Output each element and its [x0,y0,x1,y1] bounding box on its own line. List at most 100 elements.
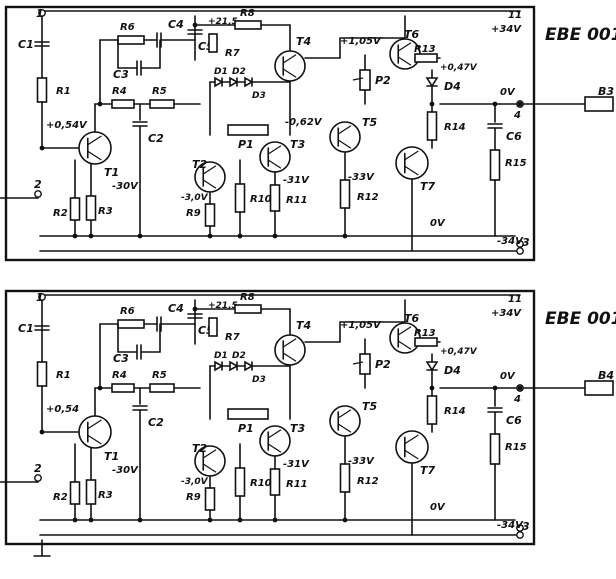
resistor [489,433,501,465]
resistor [149,383,175,393]
diode [214,360,224,372]
transistor-collector [397,326,412,336]
transistor-collector [404,150,419,161]
t5-label: T5 [362,400,378,413]
resistor [426,111,438,141]
c1-label: C1 [18,38,34,51]
transistor-collector [267,429,282,439]
resistor [227,124,269,136]
output-connector [584,380,614,396]
t4-label: T4 [296,35,311,48]
terminal [516,531,524,539]
terminal-3-label: 3 [522,236,530,249]
t3-voltage-label: -31V [283,459,310,470]
resistor [489,149,501,181]
t4-label: T4 [296,319,311,332]
supply-minus34-label: -34V [497,520,524,531]
junction-dot [207,233,213,239]
d2-label: D2 [232,351,246,361]
transistor-emitter [282,68,297,78]
t7-voltage-label: -33V [348,172,375,183]
diode [244,360,254,372]
resistor [359,69,371,91]
r7-label: R7 [225,332,240,343]
resistor [111,99,135,109]
p2-label: P2 [375,358,391,371]
transistor-collector [282,338,297,348]
junction-dot [272,517,278,523]
resistor [234,304,262,314]
transistor-collector [404,434,419,445]
transistor-emitter [202,463,217,473]
transistor-collector [337,409,352,419]
p1-label: P1 [238,422,254,435]
r14-label: R14 [444,122,466,133]
r15-label: R15 [505,158,527,169]
resistor [359,353,371,375]
transistor [78,415,112,449]
junction-dot [39,429,45,435]
transistor [259,141,291,173]
junction-dot [517,101,523,107]
junction-dot [272,233,278,239]
r8-label: R8 [240,8,255,19]
transistor-emitter [282,352,297,362]
resistor [234,183,246,213]
d3-label: D3 [252,91,266,101]
wire [99,39,119,105]
t1-voltage-label: +0,54 [46,404,79,415]
terminal-11-label: 11 [508,10,522,21]
resistor [414,337,438,347]
module-id-label: EBE 001 [545,25,616,45]
resistor [117,35,145,45]
wire [304,321,406,343]
output-connector-label: B4 [598,369,614,382]
diode [214,76,224,88]
r6-label: R6 [120,306,135,317]
transistor-emitter [87,150,102,161]
r12-label: R12 [357,192,379,203]
transistor-emitter [337,139,352,149]
transistor-collector [397,42,412,52]
module-frame [4,5,536,262]
t3-label: T3 [290,138,306,151]
resistor [426,395,438,425]
d4-label: D4 [444,364,461,377]
output-zero-volt-label: 0V [500,87,516,98]
transistor-emitter [202,179,217,189]
t7-label: T7 [420,464,436,477]
r15-label: R15 [505,442,527,453]
r13-label: R13 [414,44,436,55]
r9-label: R9 [186,208,201,219]
transistor-emitter [87,434,102,445]
t2-label: T2 [192,158,208,171]
junction-dot [492,385,498,391]
junction-dot [137,517,143,523]
t1-voltage-label: +0,54V [46,120,88,131]
d4-voltage-label: +0,47V [440,347,478,357]
t7-voltage-label: -33V [348,456,375,467]
junction-dot [342,233,348,239]
transistor [395,430,429,464]
resistor [208,317,218,337]
resistor [111,383,135,393]
output-connector-label: B3 [598,85,614,98]
terminal [34,474,42,482]
wire [117,39,138,69]
d3-label: D3 [252,375,266,385]
terminal-1-label: 1 [36,291,44,304]
d2-label: D2 [232,67,246,77]
transistor [259,425,291,457]
t2-voltage-label: -3,0V [181,477,209,487]
terminal [516,247,524,255]
resistor [269,184,281,212]
c6-label: C6 [506,414,522,427]
r11-label: R11 [286,479,308,490]
junction-dot [429,385,435,391]
resistor [204,203,216,227]
t4-voltage-label: +1,05V [340,36,382,47]
wire [99,323,119,389]
module-id-label: EBE 001 [545,309,616,329]
